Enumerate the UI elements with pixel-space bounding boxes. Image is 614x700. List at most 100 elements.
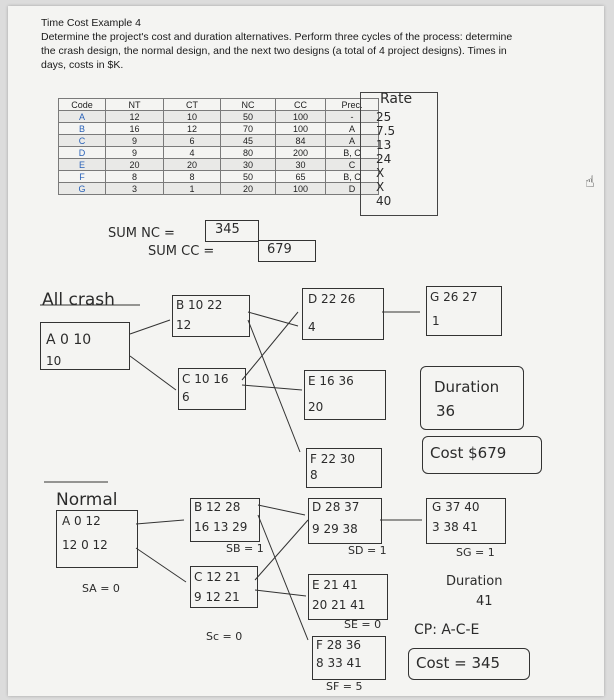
normal-node-c — [190, 566, 258, 608]
sum-cc-value: 679 — [267, 242, 292, 257]
normal-node-b — [190, 498, 260, 542]
normal-c-top: C 12 21 — [194, 570, 241, 584]
normal-g-top: G 37 40 — [432, 500, 480, 514]
normal-f-top: F 28 36 — [316, 638, 362, 652]
col-header: NC — [220, 98, 276, 111]
crash-label: All crash — [42, 290, 115, 310]
crash-duration-value: 36 — [436, 402, 456, 420]
crash-c-top: C 10 16 — [182, 372, 229, 386]
rate-value: 13 — [376, 138, 392, 152]
crash-node-f — [306, 448, 382, 488]
normal-a-slack: SA = 0 — [82, 582, 120, 595]
crash-node-b — [172, 295, 250, 337]
crash-c-bottom: 6 — [182, 390, 190, 404]
rate-value: 25 — [376, 110, 392, 124]
normal-b-mid: 16 13 29 — [194, 520, 248, 534]
normal-cost-box — [408, 648, 530, 680]
crash-duration-box — [420, 366, 524, 430]
crash-a-top: A 0 10 — [46, 332, 92, 348]
problem-line-2: the crash design, the normal design, and… — [41, 45, 507, 57]
table-cell: 9 — [105, 134, 164, 147]
table-cell: 45 — [220, 134, 276, 147]
normal-e-slack: SE = 0 — [344, 618, 382, 631]
table-cell: 100 — [275, 110, 326, 123]
crash-e-bottom: 20 — [308, 400, 324, 414]
table-cell: 20 — [220, 182, 276, 195]
normal-node-f — [312, 636, 386, 680]
sum-cc-label: SUM CC = — [148, 244, 215, 259]
crash-a-bottom: 10 — [46, 354, 62, 368]
table-cell: 30 — [220, 158, 276, 171]
table-header-row: Code NT CT NC CC Prec. — [58, 98, 379, 111]
crash-duration-label: Duration — [434, 378, 500, 396]
normal-f-bottom: 8 33 41 — [316, 656, 362, 670]
normal-duration-value: 41 — [476, 594, 493, 609]
normal-node-e — [308, 574, 388, 620]
col-header: Code — [58, 98, 106, 111]
crash-node-g — [426, 286, 502, 336]
activity-code-cell: G — [58, 182, 106, 195]
crash-f-bottom: 8 — [310, 468, 318, 482]
normal-e-top: E 21 41 — [312, 578, 358, 592]
rate-value: 24 — [376, 152, 392, 166]
sum-cc-box — [258, 240, 316, 262]
col-header: NT — [105, 98, 164, 111]
normal-g-bottom: 3 38 41 — [432, 520, 478, 534]
normal-label: Normal — [56, 490, 118, 510]
normal-a-bottom: 12 0 12 — [62, 538, 108, 552]
normal-node-d — [308, 498, 382, 544]
table-cell: 20 — [163, 158, 221, 171]
crash-g-bottom: 1 — [432, 314, 440, 328]
normal-cost: Cost = 345 — [416, 654, 501, 672]
normal-d-top: D 28 37 — [312, 500, 360, 514]
table-cell: 3 — [105, 182, 164, 195]
problem-statement: Time Cost Example 4 Determine the projec… — [41, 16, 561, 72]
table-cell: 6 — [163, 134, 221, 147]
crash-b-bottom: 12 — [176, 318, 192, 332]
crash-f-top: F 22 30 — [310, 452, 356, 466]
normal-g-slack: SG = 1 — [456, 546, 495, 559]
crash-g-top: G 26 27 — [430, 290, 478, 304]
problem-line-1: Determine the project's cost and duratio… — [41, 31, 513, 43]
table-cell: - — [325, 110, 379, 123]
normal-d-bottom: 9 29 38 — [312, 522, 358, 536]
normal-b-top: B 12 28 — [194, 500, 241, 514]
crash-d-top: D 22 26 — [308, 292, 356, 306]
crash-cost: Cost $679 — [430, 444, 507, 462]
rate-value: 7.5 — [376, 124, 396, 138]
table-cell: 1 — [163, 182, 221, 195]
normal-node-a — [56, 510, 138, 568]
sum-nc-box — [205, 220, 259, 242]
normal-f-slack: SF = 5 — [326, 680, 363, 693]
problem-line-3: days, costs in $K. — [41, 59, 124, 71]
table-cell: 50 — [220, 110, 276, 123]
pointer-cursor-icon: ☝ — [585, 172, 595, 191]
normal-node-g — [426, 498, 506, 544]
crash-b-top: B 10 22 — [176, 298, 223, 312]
problem-title: Time Cost Example 4 — [41, 17, 141, 29]
crash-d-bottom: 4 — [308, 320, 316, 334]
crash-node-a — [40, 322, 130, 370]
table-cell: D — [325, 182, 379, 195]
rate-value: X — [376, 166, 385, 180]
crash-cost-box — [422, 436, 542, 474]
crash-node-c — [178, 368, 246, 410]
normal-d-slack: SD = 1 — [348, 544, 387, 557]
crash-node-d — [302, 288, 384, 340]
normal-critical-path: CP: A-C-E — [414, 622, 480, 638]
rate-value: 40 — [376, 194, 392, 208]
rate-column-box — [360, 92, 438, 216]
table-cell: 100 — [275, 182, 326, 195]
normal-duration-label: Duration — [446, 574, 503, 589]
normal-c-slack: Sc = 0 — [206, 630, 243, 643]
crash-node-e — [304, 370, 386, 420]
normal-e-bottom: 20 21 41 — [312, 598, 366, 612]
sum-nc-label: SUM NC = — [108, 226, 175, 241]
activity-code-cell: A — [58, 110, 106, 123]
